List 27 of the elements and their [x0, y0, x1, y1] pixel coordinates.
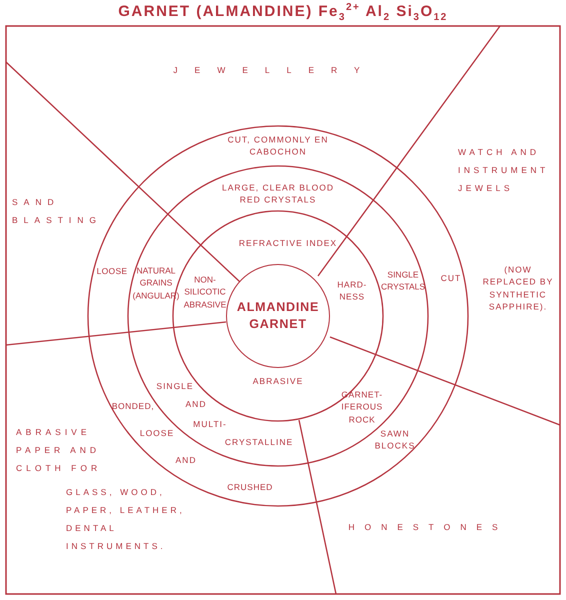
ring-label: SAWN BLOCKS — [374, 428, 416, 452]
ring-label: REFRACTIVE INDEX — [238, 236, 338, 250]
ring-label: LARGE, CLEAR BLOOD RED CRYSTALS — [220, 182, 335, 206]
ring-label: CRUSHED — [226, 480, 274, 494]
sector-label: JEWELLERY — [172, 64, 378, 76]
ring-label: NON- SILICOTIC ABRASIVE — [182, 274, 228, 310]
sector-note: (NOW REPLACED BY SYNTHETIC SAPPHIRE). — [482, 263, 554, 313]
title: GARNET (ALMANDINE) Fe$_{3}$$^{2+}$ Al$_{2}$ Si$_{3}$O$_{12}$ — [117, 2, 449, 23]
sector-label: WATCH AND INSTRUMENT JEWELS — [458, 146, 550, 195]
ring-label: ABRASIVE — [252, 374, 304, 388]
ring-label: HARD- NESS — [336, 278, 368, 304]
ring-label: SINGLE — [155, 380, 195, 392]
sector-label: HONESTONES — [347, 520, 509, 534]
sector-label: GLASS, WOOD, PAPER, LEATHER, DENTAL INSTRUMENTS. — [66, 486, 186, 553]
ring-label: AND — [174, 454, 198, 466]
ring-label: BONDED, — [110, 400, 156, 412]
center-circle: ALMANDINE GARNET — [226, 264, 330, 368]
ring-label: LOOSE — [138, 426, 176, 440]
sector-label: ABRASIVE PAPER AND CLOTH FOR — [16, 426, 102, 475]
ring-label: SINGLE CRYSTALS — [380, 268, 426, 294]
ring-label: LOOSE — [96, 264, 128, 278]
sector-label: SAND BLASTING — [12, 196, 104, 227]
ring-label: CRYSTALLINE — [224, 436, 294, 448]
ring-label: AND — [184, 398, 208, 410]
ring-label: CUT, COMMONLY EN CABOCHON — [226, 134, 330, 158]
ring-label: MULTI- — [192, 418, 228, 430]
ring-label: CUT — [440, 272, 462, 284]
